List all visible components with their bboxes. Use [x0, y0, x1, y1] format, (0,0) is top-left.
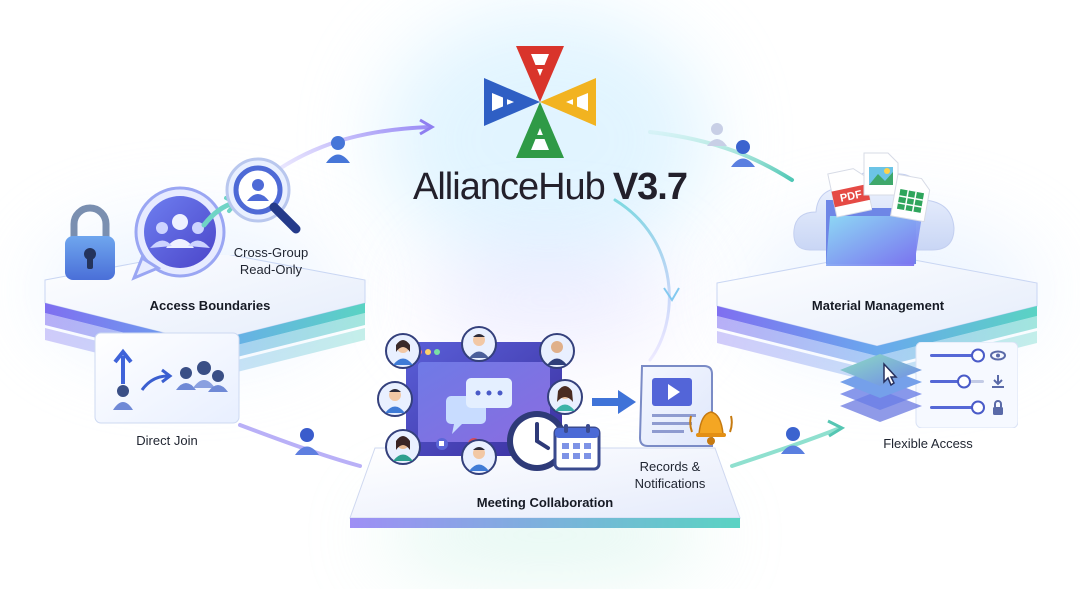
arrow-head-middle — [663, 287, 680, 302]
avatar — [461, 326, 497, 362]
records-label-line2: Notifications — [634, 476, 706, 491]
avatar — [461, 439, 497, 475]
records-document-icon — [638, 365, 713, 447]
group-chat-icon — [131, 186, 226, 281]
search-user-icon — [225, 157, 301, 234]
material-management-label: Material Management — [811, 298, 945, 313]
bell-icon — [689, 411, 733, 445]
direct-join-label: Direct Join — [136, 433, 198, 448]
pdf-badge-text: PDF — [839, 188, 863, 204]
arc-bottom-left — [238, 423, 362, 468]
arrow-head-top-left — [419, 118, 435, 136]
calendar-icon — [553, 424, 601, 471]
avatar — [547, 379, 583, 415]
flexible-access-label: Flexible Access — [883, 436, 973, 451]
avatar — [377, 381, 413, 417]
cross-group-label-line1: Cross-Group — [233, 245, 309, 260]
arc-middle — [613, 198, 671, 362]
avatar — [539, 333, 575, 369]
avatar — [385, 429, 421, 465]
alliancehub-logo — [484, 46, 596, 158]
image-file-icon — [863, 152, 899, 196]
cross-group-label: Cross-Group Read-Only — [224, 244, 318, 278]
avatar — [385, 333, 421, 369]
records-notifications-label: Records & Notifications — [620, 458, 720, 492]
cross-group-label-line2: Read-Only — [239, 262, 303, 277]
arrow-head-bottom-right — [827, 419, 846, 438]
clock-icon — [507, 411, 567, 471]
user-icon-bottom-right — [781, 427, 805, 454]
arrow-to-records-icon — [592, 390, 636, 414]
title-version: V3.7 — [612, 166, 688, 208]
flexible-access-card — [840, 342, 1018, 428]
user-icon-top-right-faded — [707, 123, 727, 146]
lock-icon — [65, 204, 115, 280]
arc-top-right — [648, 130, 794, 182]
user-icon-top-right — [731, 140, 755, 167]
records-label-line1: Records & — [639, 459, 701, 474]
access-boundaries-label: Access Boundaries — [149, 298, 271, 313]
user-icon-top-left — [326, 136, 350, 163]
spreadsheet-file-icon — [890, 174, 931, 222]
title-name: AllianceHub — [413, 166, 606, 208]
meeting-platform — [349, 447, 741, 528]
user-icon-bottom-left — [295, 428, 319, 455]
direct-join-card — [94, 332, 240, 424]
pdf-file-icon: PDF — [827, 168, 872, 218]
meeting-collaboration-label: Meeting Collaboration — [476, 495, 614, 510]
